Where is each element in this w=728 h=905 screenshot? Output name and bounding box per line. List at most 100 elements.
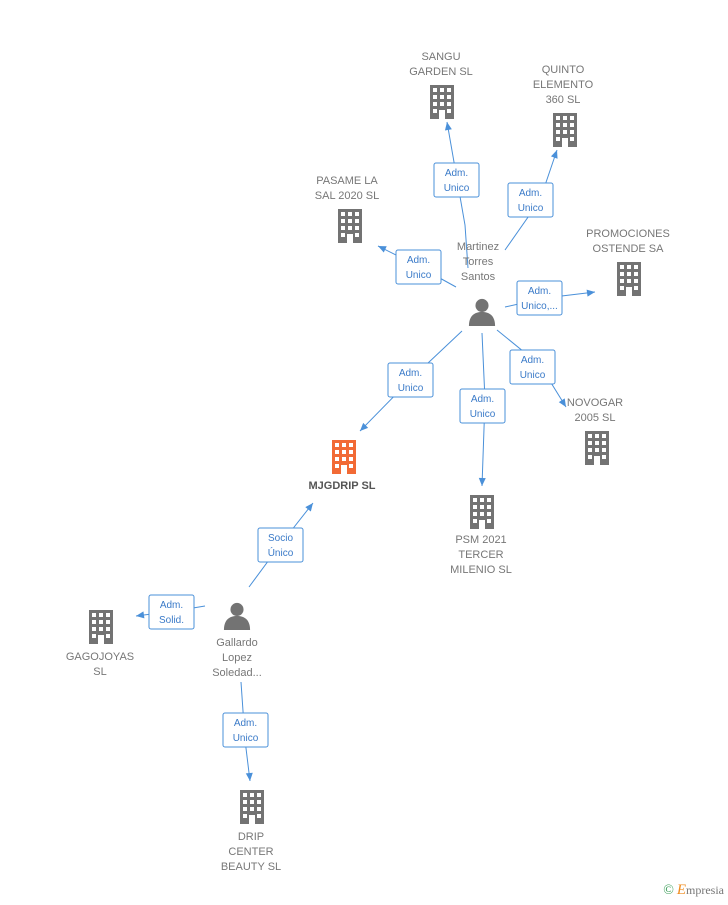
- edge-label-text: Adm.: [471, 394, 494, 405]
- brand-initial: E: [676, 882, 686, 898]
- node-label: PROMOCIONES: [586, 228, 670, 240]
- node-drip[interactable]: DRIP CENTER BEAUTY SL: [221, 790, 281, 873]
- edge-martinez-to-sangu: Adm. Unico: [433, 121, 480, 269]
- node-label: Santos: [461, 271, 496, 283]
- edge-label-box[interactable]: [148, 594, 195, 630]
- arrowhead-icon: [558, 398, 566, 407]
- edge-label-box[interactable]: [395, 249, 442, 285]
- edge-label-text: Unico: [518, 203, 544, 214]
- edge-label-text: Adm.: [234, 718, 257, 729]
- node-pasame[interactable]: PASAME LA SAL 2020 SL: [315, 175, 379, 243]
- node-label: QUINTO: [542, 64, 585, 76]
- arrowhead-icon: [136, 611, 145, 619]
- edge-label-box[interactable]: [257, 527, 304, 563]
- arrowhead-icon: [360, 422, 369, 431]
- edge-line: [446, 121, 469, 269]
- arrowhead-icon: [378, 246, 387, 253]
- edge-label-box[interactable]: [507, 182, 554, 218]
- node-label: CENTER: [228, 846, 273, 858]
- edge-martinez-to-pasame: Adm. Unico: [377, 245, 457, 288]
- node-label: OSTENDE SA: [593, 243, 665, 255]
- copyright-icon: ©: [663, 883, 674, 898]
- edge-label-box[interactable]: [387, 362, 434, 398]
- edge-label-text: Socio: [268, 533, 293, 544]
- node-label: 360 SL: [546, 94, 581, 106]
- arrowhead-icon: [444, 122, 452, 131]
- node-label: 2005 SL: [575, 412, 616, 424]
- edge-gallardo-to-gagojoyas: Adm. Solid.: [135, 594, 206, 630]
- edge-label-text: Unico: [520, 370, 546, 381]
- edge-label-text: Unico: [406, 270, 432, 281]
- node-label: BEAUTY SL: [221, 861, 281, 873]
- node-label: Soledad...: [212, 667, 262, 679]
- edge-label-text: Unico: [233, 733, 259, 744]
- building-icon: [470, 495, 494, 529]
- node-label: GARDEN SL: [409, 66, 473, 78]
- brand-name: mpresia: [686, 883, 724, 897]
- building-icon: [240, 790, 264, 824]
- node-novogar[interactable]: NOVOGAR 2005 SL: [567, 397, 623, 465]
- node-label: MILENIO SL: [450, 564, 512, 576]
- node-promociones[interactable]: PROMOCIONES OSTENDE SA: [586, 228, 670, 296]
- edge-label-text: Adm.: [528, 286, 551, 297]
- edge-label-text: Adm.: [399, 368, 422, 379]
- arrowhead-icon: [478, 477, 486, 486]
- node-gagojoyas[interactable]: GAGOJOYAS SL: [66, 610, 134, 678]
- edge-label-box[interactable]: [516, 280, 563, 316]
- node-label: Martinez: [457, 241, 499, 253]
- node-label: TERCER: [458, 549, 503, 561]
- building-icon: [617, 262, 641, 296]
- edge-label-box[interactable]: [433, 162, 480, 198]
- node-sangu[interactable]: SANGU GARDEN SL: [409, 51, 473, 119]
- node-quinto[interactable]: QUINTO ELEMENTO 360 SL: [533, 64, 594, 147]
- node-label: GAGOJOYAS: [66, 651, 134, 663]
- edge-gallardo-to-drip: Adm. Unico: [222, 681, 269, 782]
- node-label: SAL 2020 SL: [315, 190, 379, 202]
- edge-label-text: Unico: [398, 383, 424, 394]
- node-label: NOVOGAR: [567, 397, 623, 409]
- person-icon: [468, 298, 496, 326]
- arrowhead-icon: [550, 150, 558, 159]
- edge-label-box[interactable]: [509, 349, 556, 385]
- edge-label-text: Adm.: [160, 600, 183, 611]
- building-icon: [430, 85, 454, 119]
- edge-label-box[interactable]: [459, 388, 506, 424]
- node-gallardo[interactable]: GallardoLopezSoledad...: [212, 602, 262, 679]
- arrowhead-icon: [586, 289, 595, 297]
- node-label: PASAME LA: [316, 175, 378, 187]
- edge-label-text: Unico,...: [521, 301, 558, 312]
- node-label: Torres: [463, 256, 494, 268]
- edge-martinez-to-promociones: Adm. Unico,...: [504, 280, 596, 316]
- node-label: DRIP: [238, 831, 264, 843]
- edge-martinez-to-psm: Adm.Unico: [459, 332, 506, 487]
- edge-label-text: Solid.: [159, 615, 184, 626]
- building-icon: [553, 113, 577, 147]
- main-company-building-icon: [332, 440, 356, 474]
- edge-label-text: Adm.: [445, 168, 468, 179]
- brand-watermark: ©Empresia: [663, 882, 724, 899]
- edge-label-text: Adm.: [519, 188, 542, 199]
- person-icon: [223, 602, 251, 630]
- node-mjgdrip[interactable]: MJGDRIP SL: [308, 440, 376, 492]
- edge-martinez-to-mjgdrip: Adm. Unico: [359, 330, 463, 432]
- edge-martinez-to-quinto: Adm. Unico: [504, 149, 558, 251]
- arrowhead-icon: [245, 772, 253, 781]
- building-icon: [338, 209, 362, 243]
- node-label: SL: [93, 666, 106, 678]
- node-label: PSM 2021: [455, 534, 506, 546]
- edge-label-text: Adm.: [407, 255, 430, 266]
- arrowhead-icon: [305, 503, 313, 512]
- edge-label-text: Unico: [444, 183, 470, 194]
- node-label: Lopez: [222, 652, 252, 664]
- edge-martinez-to-novogar: Adm. Unico: [496, 329, 567, 408]
- edge-label-text: Adm.: [521, 355, 544, 366]
- node-label: SANGU: [421, 51, 460, 63]
- node-label: ELEMENTO: [533, 79, 594, 91]
- edge-label-box[interactable]: [222, 712, 269, 748]
- building-icon: [89, 610, 113, 644]
- edge-label-text: Único: [268, 546, 294, 559]
